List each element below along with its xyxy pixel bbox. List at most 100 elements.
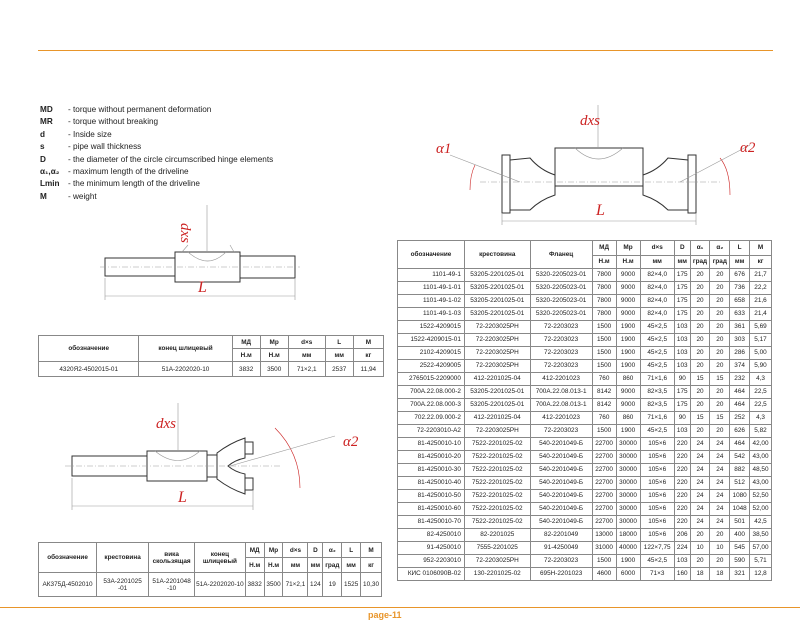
table-cell: 20 <box>689 554 711 568</box>
dxs-label: dxs <box>580 113 600 129</box>
page-number: page-11 <box>368 610 402 620</box>
col-header: МД <box>244 542 265 558</box>
dxs-label: dxs <box>156 416 176 432</box>
table-cell: 103 <box>673 333 691 347</box>
table-cell: 43,00 <box>749 450 772 464</box>
table-cell: 103 <box>673 424 691 438</box>
table-cell: 20 <box>689 385 711 399</box>
shaft-drawing-flanged: dxs L α1 α2 <box>436 105 756 225</box>
table-cell: 1101-49-1-03 <box>397 307 465 321</box>
legend-description: - maximum length of the driveline <box>68 167 189 177</box>
table-cell: 45×2,5 <box>639 333 675 347</box>
col-header: МД <box>231 335 261 349</box>
table-cell: 1048 <box>729 502 751 516</box>
table-cell: 9000 <box>615 307 641 321</box>
table-cell: 53А-2201025 -01 <box>96 572 150 597</box>
table-cell: 303 <box>729 333 751 347</box>
table-flanged-shafts: обозначение крестовина Фланец МД Мр d×s … <box>397 240 772 581</box>
table-cell: 11,94 <box>352 361 385 377</box>
table-cell: 3500 <box>263 572 284 597</box>
table-cell: 24 <box>689 463 711 477</box>
table-cell: 1900 <box>615 554 641 568</box>
legend-symbol: MR <box>40 117 53 127</box>
table-cell: 52,50 <box>749 489 772 503</box>
table-cell: 53205-2201025-01 <box>463 307 531 321</box>
table-cell: 105×6 <box>639 476 675 490</box>
unit-header: град <box>322 557 343 573</box>
table-cell: 702.22.09.000-2 <box>397 411 465 425</box>
table-cell: 72-2203010-А2 <box>397 424 465 438</box>
table-cell: 5,71 <box>749 554 772 568</box>
table-cell: 71×2,1 <box>282 572 309 597</box>
legend-symbol: α₁,α₂ <box>40 167 60 177</box>
col-header: M <box>749 240 772 256</box>
table-cell: 206 <box>673 528 691 542</box>
table-cell: 374 <box>729 359 751 373</box>
col-header: обозначение <box>37 542 98 573</box>
table-cell: 1101-49-1-02 <box>397 294 465 308</box>
table-cell: 22700 <box>591 502 617 516</box>
table-cell: 1525 <box>341 572 362 597</box>
table-cell: 1522-4209015-01 <box>397 333 465 347</box>
col-header: обозначение <box>397 240 465 269</box>
table-cell: 51А-2202020-10 <box>194 572 246 597</box>
alpha1-label: α1 <box>436 141 451 157</box>
table-cell: 220 <box>673 476 691 490</box>
table-cell: 700А.22.08.000-3 <box>397 398 465 412</box>
col-header: d×s <box>282 542 309 558</box>
table-cell: 412-2201023 <box>529 372 593 386</box>
table-cell: 5,82 <box>749 424 772 438</box>
col-header: α₁ <box>689 240 711 256</box>
table-cell: 20 <box>709 320 731 334</box>
table-cell: 22,2 <box>749 281 772 295</box>
table-cell: 20 <box>689 333 711 347</box>
table-cell: 90 <box>673 372 691 386</box>
unit-header: мм <box>673 255 691 269</box>
table-cell: 105×6 <box>639 463 675 477</box>
table-cell: 220 <box>673 502 691 516</box>
col-header: конец шлицевый <box>138 335 233 362</box>
table-cell: 5320-2205023-01 <box>529 307 593 321</box>
table-cell: 512 <box>729 476 751 490</box>
table-cell: 20 <box>709 424 731 438</box>
table-cell: 103 <box>673 346 691 360</box>
unit-header: Н.м <box>263 557 284 573</box>
table-cell: 22700 <box>591 476 617 490</box>
unit-header: мм <box>341 557 362 573</box>
table-cell: 72-2203023 <box>529 424 593 438</box>
table-cell: 5320-2205023-01 <box>529 294 593 308</box>
table-cell: 10 <box>689 541 711 555</box>
table-cell: 24 <box>709 463 731 477</box>
legend-description: - Inside size <box>68 129 112 139</box>
table-cell: 20 <box>689 268 711 282</box>
table-cell: 22700 <box>591 450 617 464</box>
table-cell: 82×4,0 <box>639 281 675 295</box>
table-cell: 1500 <box>591 346 617 360</box>
table-cell: 103 <box>673 554 691 568</box>
col-header: α₂ <box>709 240 731 256</box>
table-cell: 43,00 <box>749 476 772 490</box>
table-cell: 53205-2201025-01 <box>463 294 531 308</box>
unit-header: мм <box>307 557 324 573</box>
table-cell: 8142 <box>591 385 617 399</box>
table-cell: 3500 <box>259 361 289 377</box>
table-cell: 22,5 <box>749 385 772 399</box>
unit-header: кг <box>749 255 772 269</box>
table-cell: 175 <box>673 294 691 308</box>
table-cell: 1080 <box>729 489 751 503</box>
table-cell: 7522-2201025-02 <box>463 515 531 529</box>
table-cell: 130-2201025-02 <box>463 567 531 581</box>
table-cell: 1900 <box>615 346 641 360</box>
table-cell: 8142 <box>591 398 617 412</box>
table-cell: 82×4,0 <box>639 307 675 321</box>
table-cell: 20 <box>689 281 711 295</box>
legend-symbol: Lmin <box>40 179 60 189</box>
table-cell: 24 <box>709 450 731 464</box>
table-cell: 220 <box>673 437 691 451</box>
col-header: вика скользящая <box>148 542 196 573</box>
alpha2-label: α2 <box>740 140 756 156</box>
